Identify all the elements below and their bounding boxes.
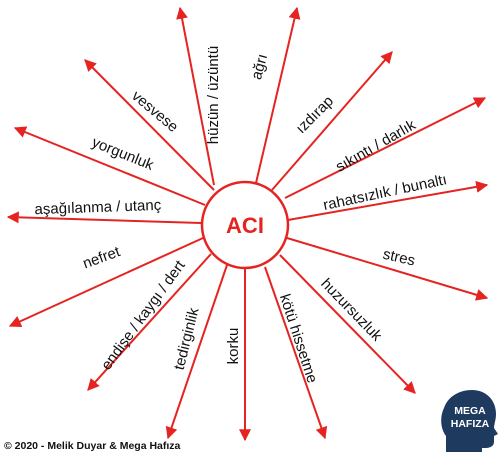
- mega-hafiza-logo: MEGA HAFIZA: [441, 390, 498, 452]
- arrow-vesvese: [84, 59, 215, 191]
- arrow-nefret: [8, 237, 204, 327]
- term-rahatsizlik: rahatsızlık / bunaltı: [322, 171, 449, 214]
- term-agri: ağrı: [248, 52, 271, 81]
- term-korku: korku: [225, 328, 242, 365]
- term-asagilanma: aşağılanma / utanç: [34, 197, 162, 218]
- arrow-huzun: [176, 6, 215, 186]
- arrow-rahatsizlik: [287, 180, 489, 221]
- term-tedirginlik: tedirginlik: [171, 306, 203, 372]
- term-izdirap: ızdırap: [293, 93, 337, 137]
- term-kotu-hissetme: kötü hissetme: [276, 292, 321, 385]
- term-nefret: nefret: [81, 243, 124, 272]
- arrow-kotu-hissetme: [264, 266, 328, 440]
- arrow-izdirap: [271, 51, 393, 191]
- copyright-text: © 2020 - Melik Duyar & Mega Hafıza: [4, 440, 181, 452]
- arrow-asagilanma: [6, 211, 202, 224]
- center-circle: [200, 180, 290, 270]
- arrow-huzursuzluk: [279, 254, 416, 394]
- logo-line2: HAFIZA: [451, 418, 490, 430]
- arrow-group: [6, 6, 489, 442]
- logo-line1: MEGA: [454, 405, 486, 417]
- arrow-tedirginlik: [165, 264, 228, 440]
- arrow-sikinti: [284, 97, 487, 199]
- term-stres: stres: [381, 246, 417, 270]
- head-silhouette-icon: [441, 390, 498, 452]
- center-label: ACI: [226, 213, 264, 238]
- term-huzun: hüzün / üzüntü: [205, 46, 222, 144]
- arrow-endise: [87, 253, 212, 391]
- term-sikinti: sıkıntı / darlık: [333, 116, 419, 176]
- term-huzursuzluk: huzursuzluk: [317, 275, 385, 345]
- arrow-stres: [286, 237, 489, 301]
- arrow-agri: [255, 6, 301, 184]
- term-yorgunluk: yorgunluk: [89, 134, 156, 174]
- arrow-yorgunluk: [13, 126, 206, 206]
